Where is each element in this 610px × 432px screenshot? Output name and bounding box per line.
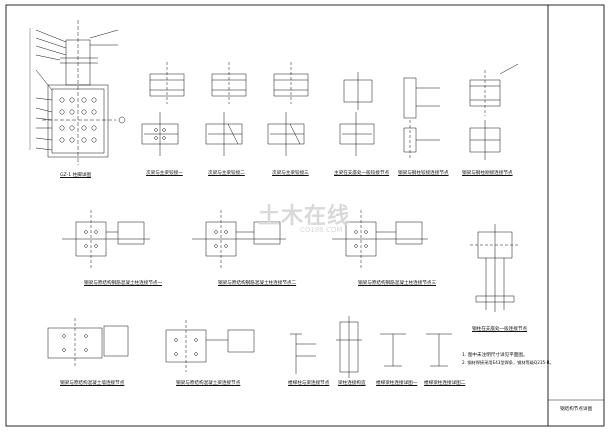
caption-d10: 钢梁与原结构钢筋混凝土柱连接节点三 — [358, 281, 437, 286]
sheet-border — [5, 4, 605, 427]
detail-rc-column-3 — [332, 210, 428, 268]
caption-d1: GZ-1 柱脚详图 — [60, 173, 92, 178]
detail-secondary-beam-3 — [267, 62, 309, 156]
caption-d12: 钢梁与原结构混凝土墙连接节点 — [60, 381, 125, 386]
caption-d7: 钢梁与钢柱刚接连接节点 — [462, 171, 513, 176]
detail-beam-column-rigid — [469, 63, 519, 160]
caption-d14: 楼梯柱与梁连接节点 — [288, 381, 330, 386]
caption-d3: 次梁与主梁铰接二 — [208, 171, 245, 176]
caption-d4: 次梁与主梁铰接三 — [272, 171, 309, 176]
caption-d2: 次梁与主梁铰接一 — [146, 171, 183, 176]
detail-column-support — [470, 224, 520, 312]
detail-rc-column-2 — [192, 210, 286, 268]
caption-d11: 钢柱在支座处一般连接节点 — [472, 327, 528, 332]
caption-d9: 钢梁与原结构钢筋混凝土柱连接节点二 — [218, 281, 297, 286]
detail-column-base — [29, 20, 126, 165]
caption-d6: 钢梁与钢柱铰接连接节点 — [398, 171, 449, 176]
watermark-text: 土木在线 — [258, 204, 351, 229]
detail-stair-column-beam — [290, 333, 316, 374]
detail-beam-column-construction — [336, 316, 362, 378]
detail-main-beam-support — [339, 72, 375, 156]
caption-d5: 主梁在支座处一般铰接节点 — [334, 171, 390, 176]
detail-stair-beam-2 — [426, 333, 452, 367]
detail-rc-column-1 — [62, 210, 150, 268]
caption-d15: 梁柱连接构造 — [338, 381, 366, 386]
detail-rc-wall — [47, 318, 129, 368]
caption-d16: 楼梯梁柱连接详图一 — [376, 381, 418, 386]
caption-d13: 钢梁与原结构混凝土梁连接节点 — [176, 381, 241, 386]
drawing-name: 钢结构节点详图 — [560, 407, 593, 412]
detail-beam-column-pinned — [403, 77, 440, 160]
detail-secondary-beam-1 — [141, 62, 185, 156]
detail-secondary-beam-2 — [205, 62, 247, 156]
note-1: 1. 图中未注明尺寸详见平面图。 — [462, 353, 528, 358]
detail-stair-beam-1 — [380, 333, 406, 367]
detail-rc-beam — [165, 320, 255, 372]
watermark-subtext: CO188.COM — [300, 226, 343, 234]
note-2: 2. 钢材焊接采用E43型焊条，钢材等级Q235-B。 — [462, 360, 554, 365]
caption-d17: 楼梯梁柱连接详图二 — [424, 381, 466, 386]
caption-d8: 钢梁与原结构钢筋混凝土柱连接节点一 — [84, 281, 163, 286]
